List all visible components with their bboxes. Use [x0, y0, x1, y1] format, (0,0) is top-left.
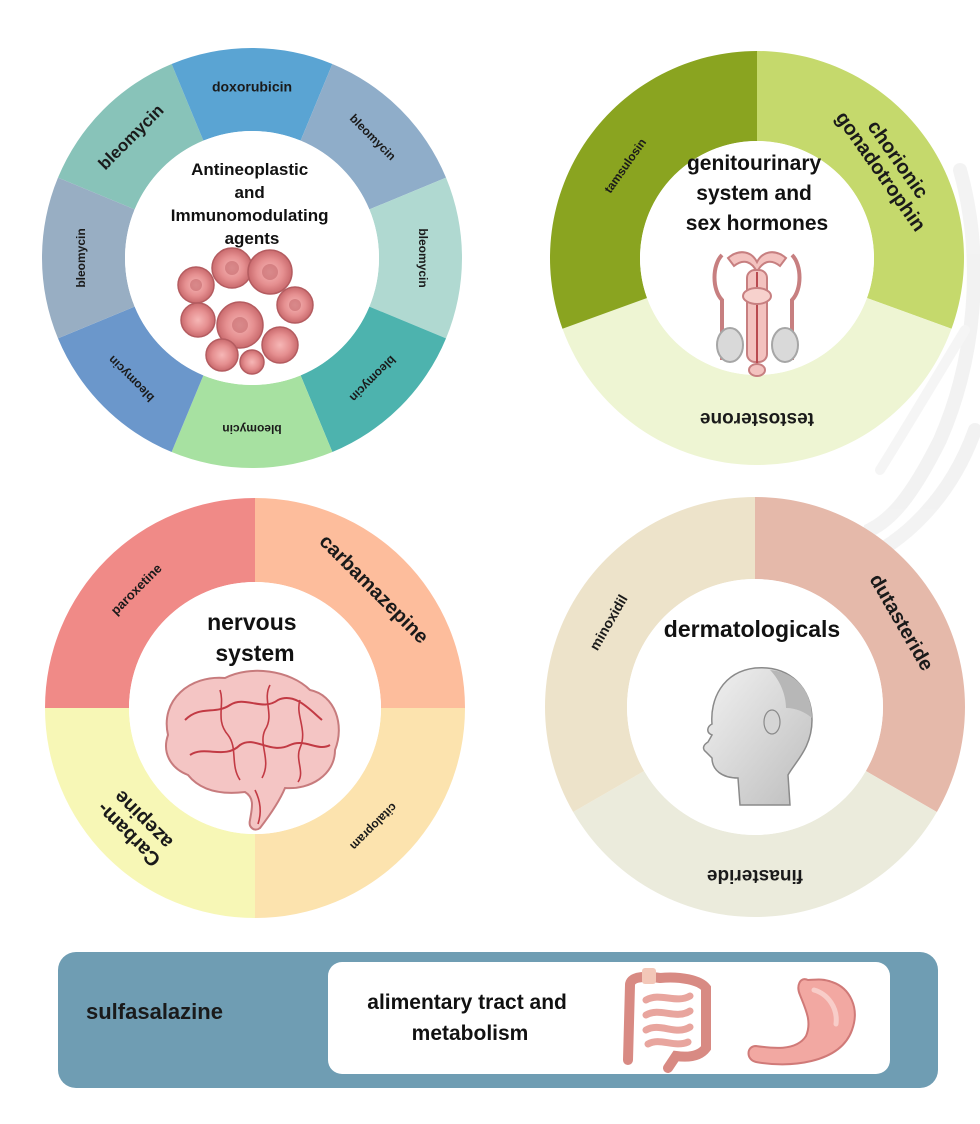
- cancer-cells-icon: [177, 247, 314, 375]
- wheel-title-line: and: [235, 183, 265, 202]
- wheel-title-line: system: [215, 640, 294, 666]
- wheel-ring: carbamazepinecitalopramCarbam-azepinepar…: [45, 498, 465, 918]
- ring-segment: [300, 306, 447, 453]
- banner-inner-card: [328, 962, 890, 1074]
- ring-segment: [300, 63, 447, 210]
- stomach-icon: [747, 978, 856, 1066]
- banner-title-line: metabolism: [412, 1022, 529, 1045]
- ring-segment: [255, 498, 465, 708]
- hand-watermark: [848, 163, 980, 572]
- wheel-title-line: system and: [696, 182, 812, 205]
- wheel-title-line: Antineoplastic: [191, 160, 308, 179]
- wheel-title-line: sex hormones: [686, 212, 828, 235]
- wheel-title-line: agents: [225, 229, 280, 248]
- ring-segment: [545, 497, 755, 812]
- ring-segment: [755, 497, 965, 812]
- intestine-icon: [623, 968, 711, 1073]
- segment-drug-label: bleomycin: [416, 228, 430, 287]
- wheel-ring: chorionicgonadotrophintestosteronetamsul…: [550, 51, 964, 465]
- head-profile-icon: [702, 667, 813, 806]
- ring-segment: [369, 177, 462, 339]
- wheel-title-line: genitourinary: [687, 152, 822, 175]
- banner-drug-label: sulfasalazine: [86, 999, 223, 1024]
- wheel-title: nervous system: [207, 609, 303, 666]
- brain-icon: [165, 669, 340, 831]
- banner-title-line: alimentary tract and: [367, 991, 567, 1014]
- ring-segment: [42, 177, 135, 339]
- wheel-genitourinary: chorionicgonadotrophintestosteronetamsul…: [550, 51, 964, 465]
- ring-segment: [550, 51, 757, 329]
- ring-segment: [573, 771, 937, 917]
- ring-segment: [757, 51, 964, 329]
- ring-segment: [45, 708, 255, 918]
- wheel-title: dermatologicals: [664, 616, 840, 642]
- segment-drug-label: testosterone: [700, 408, 814, 429]
- segment-drug-label: bleomycin: [222, 422, 281, 436]
- ring-segment: [57, 306, 204, 453]
- wheel-title-line: dermatologicals: [664, 616, 840, 642]
- ring-segment: [171, 375, 333, 468]
- segment-drug-label: bleomycin: [74, 228, 88, 287]
- wheel-title: genitourinary system and sex hormones: [686, 152, 828, 235]
- ring-segment: [171, 47, 333, 141]
- ring-segment: [45, 498, 255, 708]
- wheel-nervous: carbamazepinecitalopramCarbam-azepinepar…: [45, 498, 465, 918]
- wheel-ring: bleomycindoxorubicinbleomycinbleomycinbl…: [42, 47, 462, 468]
- wheel-title: Antineoplastic and Immunomodulating agen…: [171, 160, 333, 248]
- ring-segment: [57, 63, 204, 210]
- banner-title: alimentary tract and metabolism: [367, 991, 572, 1045]
- segment-drug-label: doxorubicin: [212, 79, 292, 95]
- alimentary-banner: sulfasalazine alimentary tract and metab…: [58, 952, 938, 1088]
- wheel-title-line: Immunomodulating: [171, 206, 329, 225]
- segment-drug-label: finasteride: [707, 865, 803, 886]
- wheel-antineoplastic: bleomycindoxorubicinbleomycinbleomycinbl…: [42, 47, 462, 468]
- wheel-title-line: nervous: [207, 609, 296, 635]
- ring-segment: [562, 298, 952, 465]
- ring-segment: [255, 708, 465, 918]
- reproductive-system-icon: [712, 251, 802, 377]
